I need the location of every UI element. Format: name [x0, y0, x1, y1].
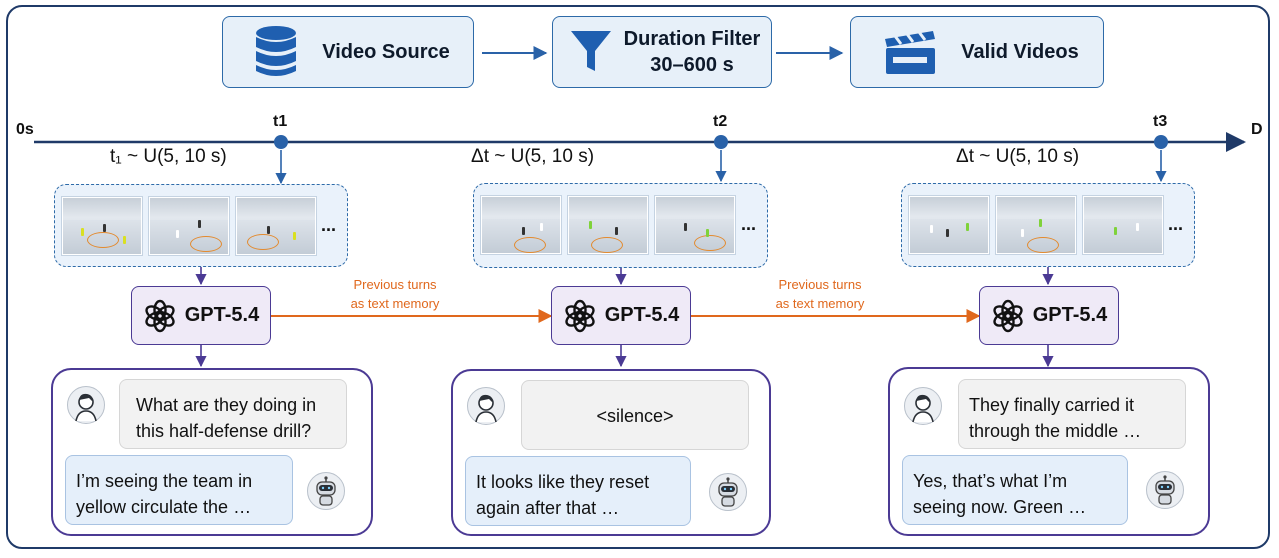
tick-label-t3: t3: [1153, 113, 1168, 130]
frames-ellipsis: ...: [1168, 214, 1184, 234]
video-frame: [995, 195, 1077, 255]
robot-avatar-icon: [307, 472, 345, 510]
clapperboard-icon: [885, 31, 935, 74]
video-frame: [1082, 195, 1164, 255]
model-label: GPT-5.4: [604, 304, 680, 326]
model-box-2: GPT-5.4: [551, 286, 691, 345]
stage-duration-filter: Duration Filter 30–600 s: [552, 16, 772, 88]
memory-label-2: Previous turns as text memory: [775, 277, 865, 311]
filter-icon: [571, 31, 611, 71]
stage-valid-videos: Valid Videos: [850, 16, 1104, 88]
robot-avatar-icon: [1146, 471, 1184, 509]
frames-group-2: ...: [473, 183, 768, 268]
tick-label-t1: t1: [273, 113, 288, 130]
model-box-3: GPT-5.4: [979, 286, 1119, 345]
dialogue-box-3: They finally carried it through the midd…: [888, 367, 1210, 536]
video-frame: [567, 195, 649, 255]
user-avatar-icon: [904, 387, 942, 425]
openai-logo-icon: [991, 299, 1025, 333]
timeline-end-label: D: [1251, 121, 1263, 138]
tick-label-t2: t2: [713, 113, 728, 130]
tick-dot-t1: [274, 135, 288, 149]
tick-dot-t3: [1154, 135, 1168, 149]
video-frame: [148, 196, 230, 256]
frames-group-1: ...: [54, 184, 348, 267]
video-frame: [908, 195, 990, 255]
user-avatar-icon: [67, 386, 105, 424]
tick-dot-t2: [714, 135, 728, 149]
bot-message: I’m seeing the team in yellow circulate …: [65, 455, 293, 525]
interval-label-3: Δt ~ U(5, 10 s): [956, 146, 1080, 167]
robot-avatar-icon: [709, 473, 747, 511]
user-message: <silence>: [521, 380, 749, 450]
frames-ellipsis: ...: [741, 214, 757, 234]
database-icon: [256, 26, 296, 76]
frames-group-3: ...: [901, 183, 1195, 267]
stage-label-valid-videos: Valid Videos: [961, 41, 1079, 63]
stage-video-source: Video Source: [222, 16, 474, 88]
memory-label-1: Previous turns as text memory: [350, 277, 440, 311]
user-avatar-icon: [467, 387, 505, 425]
bot-message: Yes, that’s what I’m seeing now. Green …: [902, 455, 1128, 525]
model-box-1: GPT-5.4: [131, 286, 271, 345]
video-frame: [654, 195, 736, 255]
stage-label-duration-filter: Duration Filter 30–600 s: [623, 28, 761, 76]
bot-message: It looks like they reset again after tha…: [465, 456, 691, 526]
video-frame: [61, 196, 143, 256]
timeline-start-label: 0s: [16, 121, 34, 138]
stage-label-video-source: Video Source: [322, 41, 450, 63]
user-message: What are they doing in this half-defense…: [119, 379, 347, 449]
dialogue-box-2: <silence> It looks like they reset again…: [451, 369, 771, 536]
video-frame: [235, 196, 317, 256]
interval-label-2: Δt ~ U(5, 10 s): [471, 146, 595, 167]
model-label: GPT-5.4: [184, 304, 260, 326]
frames-ellipsis: ...: [321, 215, 337, 235]
dialogue-box-1: What are they doing in this half-defense…: [51, 368, 373, 536]
model-label: GPT-5.4: [1032, 304, 1108, 326]
user-message: They finally carried it through the midd…: [958, 379, 1186, 449]
interval-label-1: t₁ ~ U(5, 10 s): [110, 146, 227, 167]
openai-logo-icon: [143, 299, 177, 333]
figure-frame: [6, 5, 1270, 549]
openai-logo-icon: [563, 299, 597, 333]
video-frame: [480, 195, 562, 255]
